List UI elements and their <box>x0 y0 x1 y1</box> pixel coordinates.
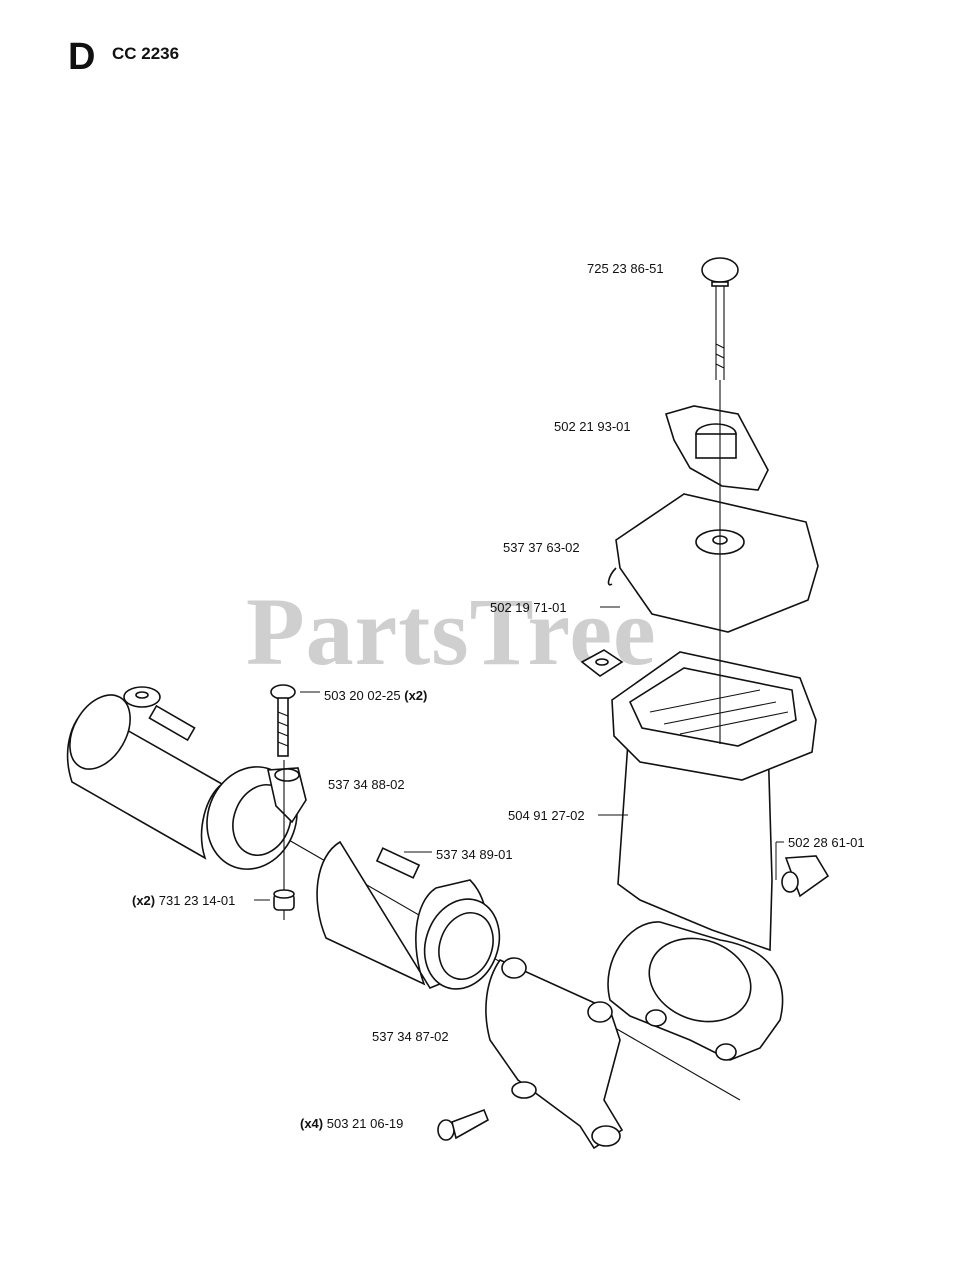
part-label-725-23-86-51: 725 23 86-51 <box>587 262 664 275</box>
knob-part <box>664 405 769 491</box>
model-number: CC 2236 <box>112 44 180 63</box>
section-letter: D <box>68 36 96 78</box>
clip-part <box>781 855 830 898</box>
part-label-503-20-02-25: 503 20 02-25 (x2) <box>324 689 427 702</box>
part-label-502-28-61-01: 502 28 61-01 <box>788 836 865 849</box>
lower-clamp-part <box>485 957 624 1150</box>
part-label-502-21-93-01: 502 21 93-01 <box>554 420 631 433</box>
part-label-503-21-06-19: (x4) 503 21 06-19 <box>300 1117 403 1130</box>
part-number: 502 28 61-01 <box>788 835 865 850</box>
small-nut-part <box>580 649 624 677</box>
part-number: 537 37 63-02 <box>503 540 580 555</box>
part-number: 504 91 27-02 <box>508 808 585 823</box>
part-number: 502 19 71-01 <box>490 600 567 615</box>
part-quantity: (x4) <box>300 1116 324 1131</box>
part-quantity: (x2) <box>132 893 156 908</box>
cover-part <box>607 493 819 633</box>
part-label-537-37-63-02: 537 37 63-02 <box>503 541 580 554</box>
part-number: 537 34 88-02 <box>328 777 405 792</box>
top-bolt-part <box>701 257 739 744</box>
sleeve-part <box>316 840 501 990</box>
part-number: 503 20 02-25 <box>324 688 401 703</box>
housing-part <box>607 741 784 1061</box>
bolt-part <box>437 1108 490 1141</box>
part-quantity: (x2) <box>404 688 428 703</box>
handle-tray-part <box>611 651 817 781</box>
tube-part <box>66 686 224 860</box>
part-label-504-91-27-02: 504 91 27-02 <box>508 809 585 822</box>
part-number: 503 21 06-19 <box>326 1116 404 1131</box>
nut-part <box>273 889 295 911</box>
part-label-731-23-14-01: (x2) 731 23 14-01 <box>132 894 235 907</box>
part-number: 725 23 86-51 <box>587 261 664 276</box>
part-label-537-34-88-02: 537 34 88-02 <box>328 778 405 791</box>
part-label-502-19-71-01: 502 19 71-01 <box>490 601 567 614</box>
part-label-537-34-89-01: 537 34 89-01 <box>436 848 513 861</box>
part-number: 537 34 89-01 <box>436 847 513 862</box>
part-number: 502 21 93-01 <box>554 419 631 434</box>
clamp-ring-part <box>206 766 307 870</box>
part-label-537-34-87-02: 537 34 87-02 <box>372 1030 449 1043</box>
part-number: 731 23 14-01 <box>158 893 236 908</box>
part-number: 537 34 87-02 <box>372 1029 449 1044</box>
